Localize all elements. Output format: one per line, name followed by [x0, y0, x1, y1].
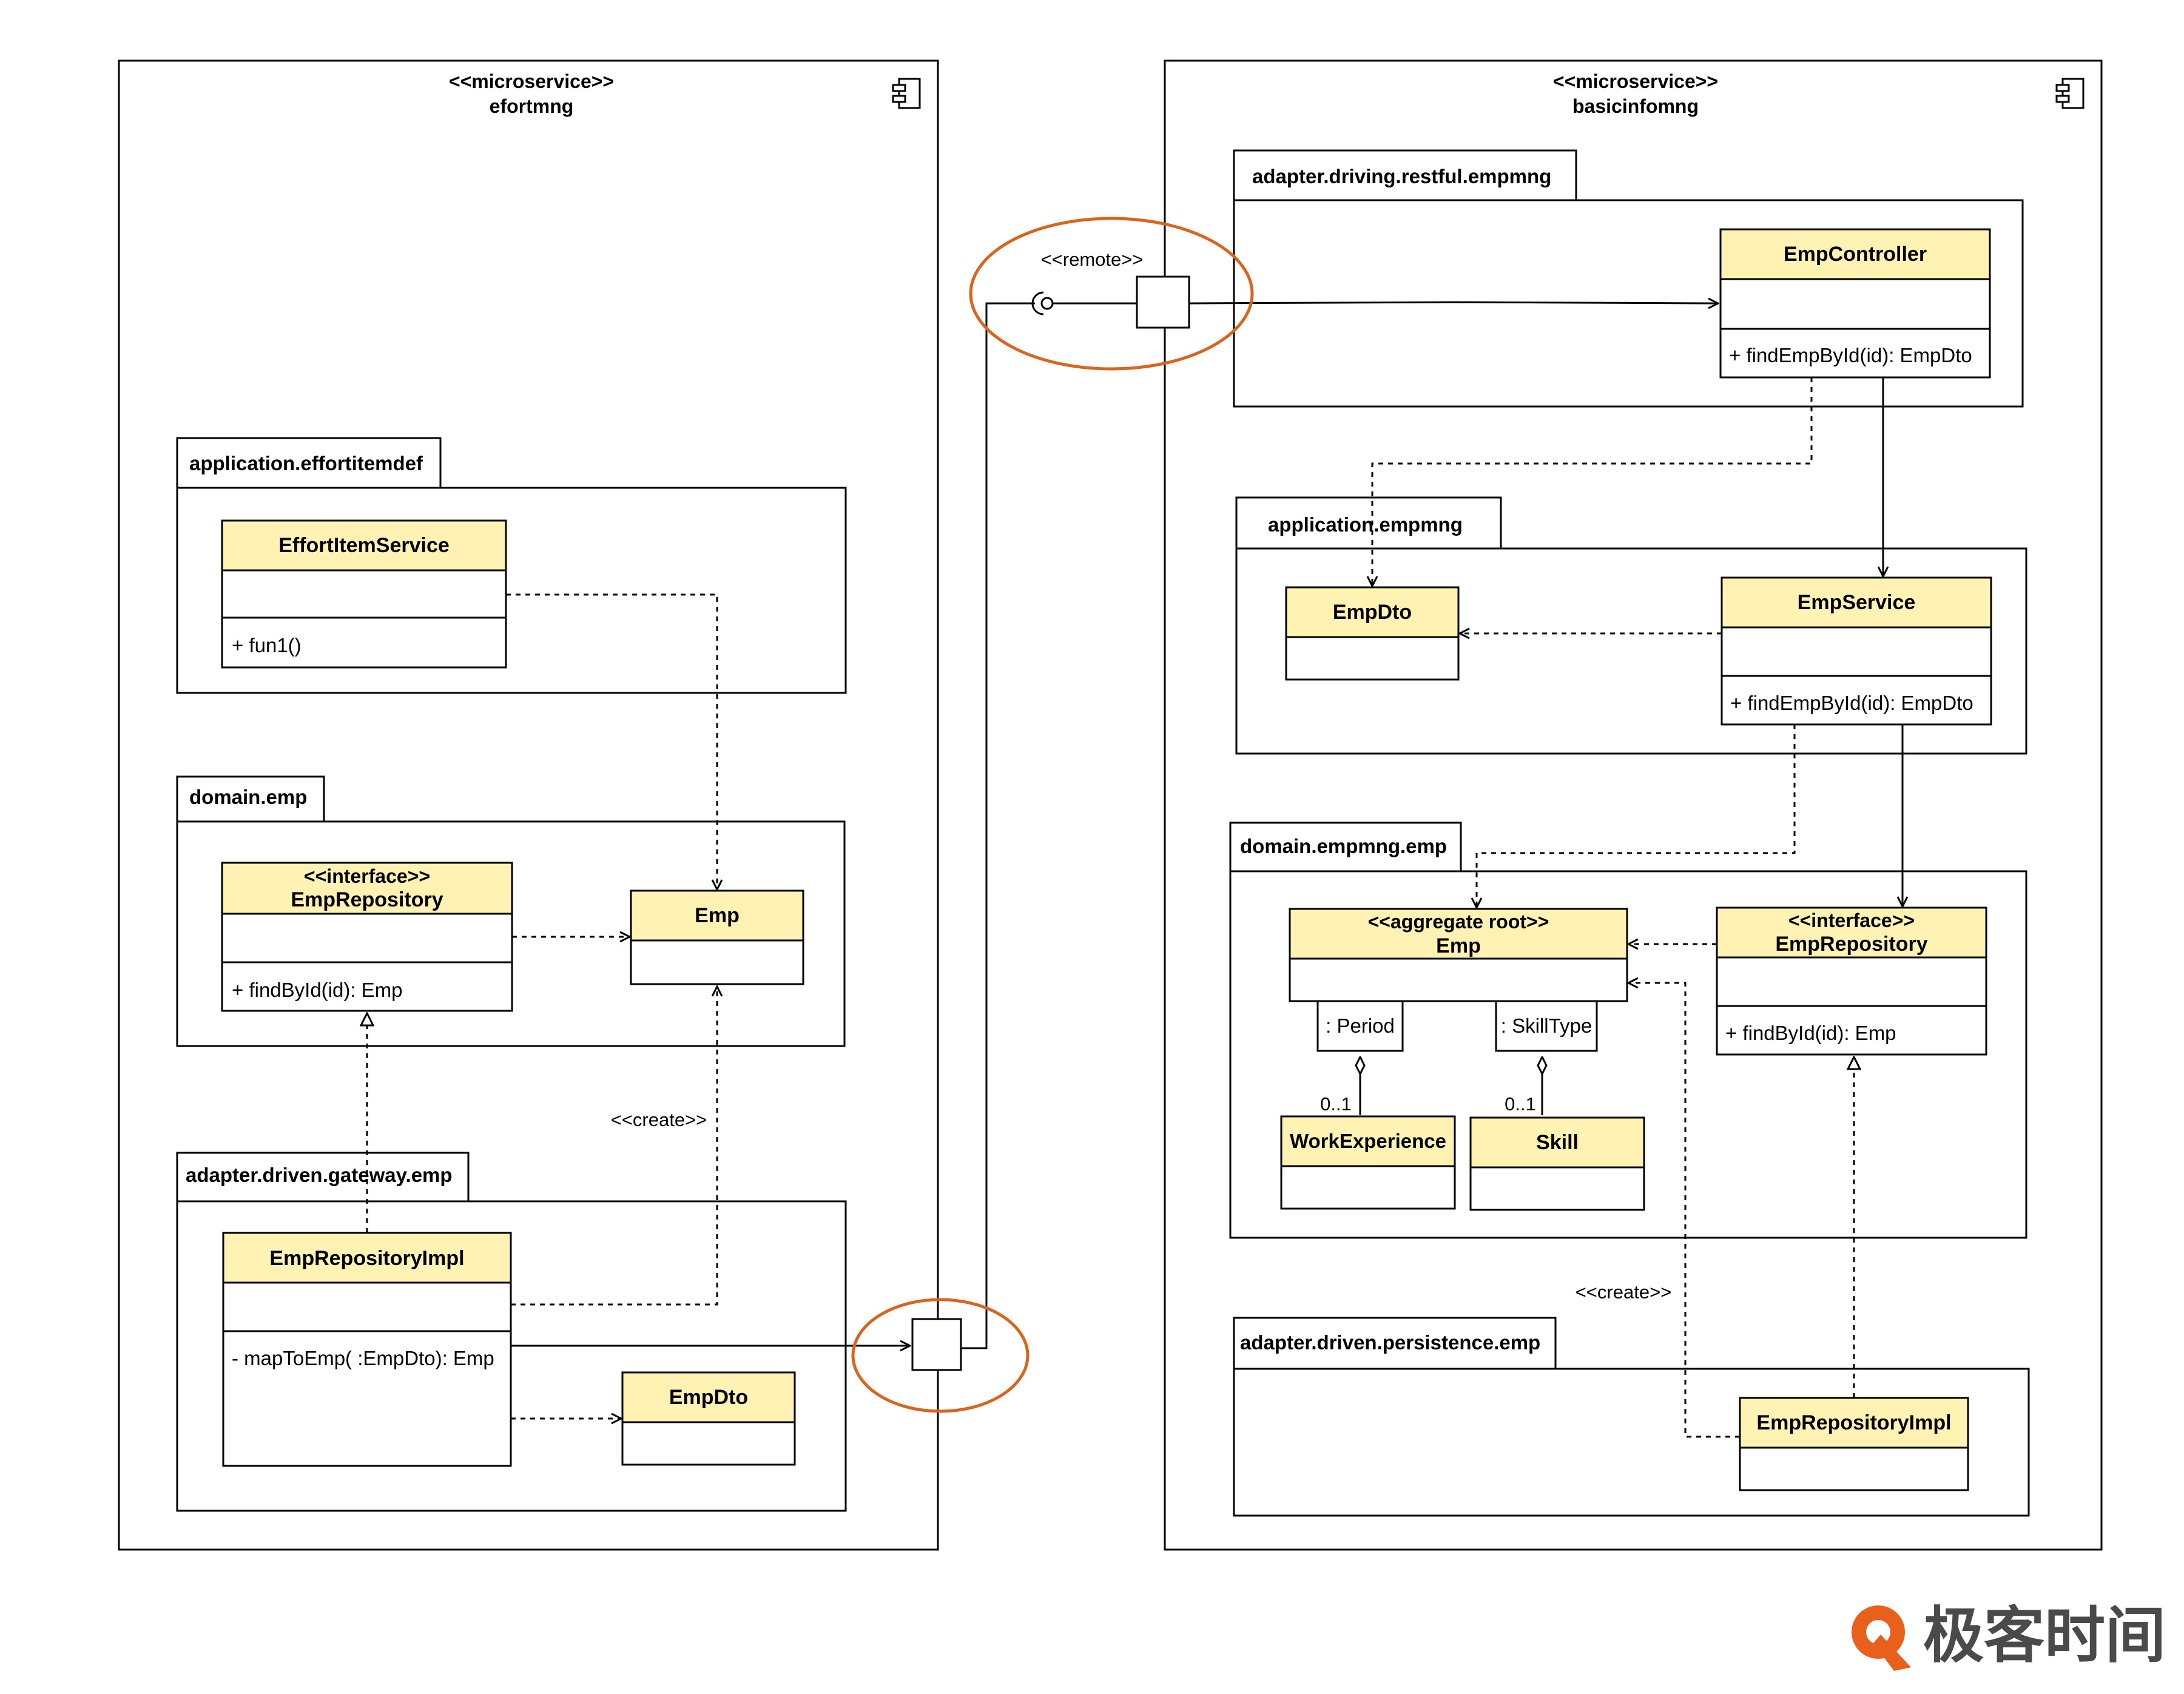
- create-label: <<create>>: [611, 1109, 707, 1130]
- qualifier-period: : Period: [1316, 1000, 1404, 1052]
- multiplicity-skill: 0..1: [1505, 1093, 1536, 1115]
- package-tab: [176, 437, 442, 489]
- microservice-stereotype: <<microservice>>: [449, 70, 614, 92]
- package-name: domain.emp: [189, 786, 307, 808]
- geektime-logo-icon: [1852, 1605, 1911, 1671]
- class-emp-repository-right: <<interface>> EmpRepository + findById(i…: [1716, 906, 1987, 1056]
- class-operation: + findById(id): Emp: [1725, 1022, 1896, 1044]
- class-emp-left: Emp: [630, 889, 804, 985]
- required-interface-socket-icon: [1031, 291, 1044, 316]
- class-stereotype: <<interface>>: [304, 865, 430, 887]
- class-name: Emp: [1436, 934, 1481, 957]
- class-name: Emp: [695, 904, 740, 927]
- class-name: WorkExperience: [1290, 1130, 1446, 1152]
- create-dependency-impl-to-emp: [511, 987, 717, 1306]
- class-name: EmpRepositoryImpl: [269, 1247, 464, 1270]
- class-operation: + findEmpById(id): EmpDto: [1729, 344, 1972, 366]
- remote-connection: <<remote>>: [851, 217, 1718, 1413]
- class-name: EmpService: [1798, 591, 1916, 614]
- class-name: EmpDto: [1333, 601, 1412, 624]
- class-emp-repository-left: <<interface>> EmpRepository + findById(i…: [221, 862, 513, 1012]
- create-label: <<create>>: [1576, 1281, 1672, 1303]
- microservice-name: efortmng: [490, 95, 574, 117]
- class-name: EmpRepository: [1775, 933, 1927, 956]
- class-stereotype: <<interface>>: [1788, 909, 1915, 931]
- provided-interface-ball-icon: [1040, 297, 1054, 310]
- class-name: EmpDto: [669, 1386, 748, 1409]
- qualifier-label: : Period: [1326, 1014, 1395, 1037]
- component-icon: [892, 78, 921, 109]
- class-emp-aggregate-root: <<aggregate root>> Emp: [1289, 908, 1628, 1002]
- class-emp-repository-impl-right: EmpRepositoryImpl: [1739, 1397, 1969, 1491]
- package-name: adapter.driven.persistence.emp: [1240, 1331, 1540, 1354]
- microservice-stereotype: <<microservice>>: [1553, 70, 1718, 92]
- remote-wire: [961, 302, 1035, 1349]
- class-effort-item-service: EffortItemService + fun1(): [221, 519, 507, 669]
- package-tab: [176, 775, 325, 823]
- class-operation: + findEmpById(id): EmpDto: [1730, 692, 1973, 714]
- class-name: EmpRepository: [291, 888, 443, 911]
- package-tab: [1233, 1317, 1557, 1370]
- class-operation: + fun1(): [232, 634, 302, 656]
- geektime-watermark: 极客时间: [1852, 1600, 2166, 1671]
- class-name: Skill: [1536, 1131, 1579, 1154]
- right-relationships: <<create>> 0..1 0..1: [1320, 377, 1903, 1438]
- dependency-controller-to-empdto: [1372, 377, 1813, 586]
- class-stereotype: <<aggregate root>>: [1368, 911, 1549, 933]
- highlight-ring-local-port: [851, 1298, 1030, 1413]
- highlight-ring-remote-port: [969, 217, 1254, 371]
- class-emp-service: EmpService + findEmpById(id): EmpDto: [1721, 576, 1992, 726]
- package-name: domain.empmng.emp: [1240, 835, 1447, 857]
- class-emp-dto-left: EmpDto: [621, 1371, 796, 1466]
- create-dependency-impl-to-emp: [1628, 983, 1740, 1438]
- class-work-experience: WorkExperience: [1280, 1115, 1456, 1210]
- remote-label: <<remote>>: [1041, 249, 1144, 270]
- class-name: EmpController: [1784, 243, 1927, 266]
- class-emp-repository-impl-left: EmpRepositoryImpl - mapToEmp( :EmpDto): …: [222, 1232, 512, 1467]
- port-efortmng: [911, 1318, 962, 1371]
- package-name: adapter.driven.gateway.emp: [186, 1164, 453, 1186]
- class-operation: - mapToEmp( :EmpDto): Emp: [232, 1347, 494, 1369]
- package-tab: [176, 1152, 470, 1203]
- left-relationships: <<create>>: [367, 593, 910, 1419]
- multiplicity-work-experience: 0..1: [1320, 1093, 1352, 1115]
- class-name: EffortItemService: [278, 534, 450, 557]
- class-emp-dto-right: EmpDto: [1285, 586, 1460, 681]
- component-icon: [2055, 78, 2085, 109]
- qualifier-label: : SkillType: [1501, 1014, 1592, 1037]
- package-name: adapter.driving.restful.empmng: [1252, 165, 1551, 187]
- class-emp-controller: EmpController + findEmpById(id): EmpDto: [1719, 228, 1991, 379]
- dependency-effort-service-to-emp: [506, 593, 717, 889]
- port-basicinfomng: [1136, 275, 1190, 329]
- watermark-text: 极客时间: [1923, 1600, 2166, 1671]
- qualifier-skill-type: : SkillType: [1495, 1000, 1598, 1052]
- package-adapter-driven-persistence-emp: adapter.driven.persistence.emp: [1233, 1317, 2030, 1517]
- port-to-controller: [1188, 302, 1718, 303]
- class-name: EmpRepositoryImpl: [1756, 1411, 1951, 1434]
- class-skill: Skill: [1469, 1116, 1645, 1211]
- package-name: application.effortitemdef: [189, 452, 423, 474]
- class-operation: + findById(id): Emp: [232, 979, 403, 1001]
- microservice-name: basicinfomng: [1572, 95, 1699, 117]
- package-tab: [1233, 149, 1577, 201]
- package-name: application.empmng: [1268, 513, 1463, 536]
- package-tab: [1235, 496, 1502, 550]
